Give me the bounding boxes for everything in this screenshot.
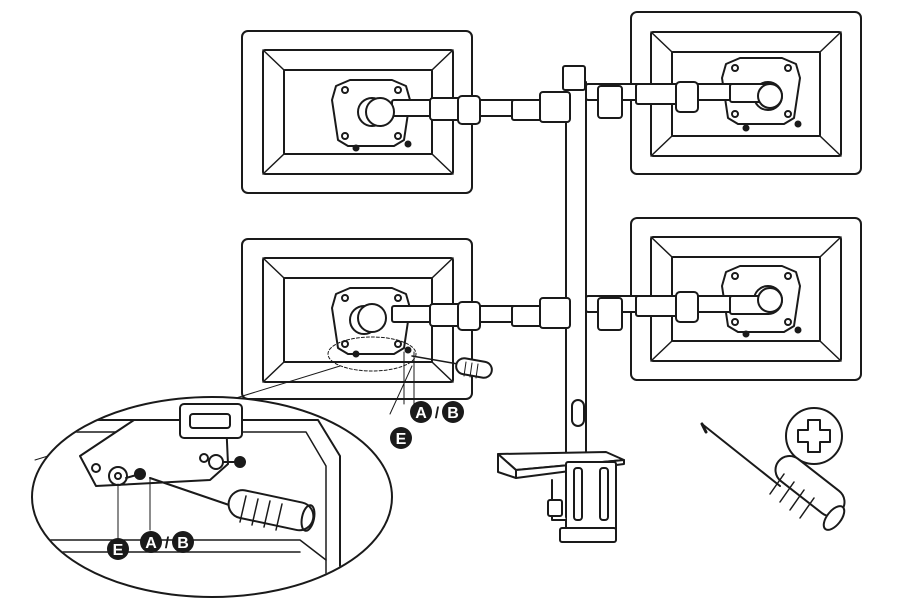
detail-zoom-view xyxy=(31,396,393,598)
detail-callout-e-label: E xyxy=(113,542,124,559)
upper-callout-b-badge xyxy=(442,401,464,423)
detail-washer-right xyxy=(208,454,224,470)
detail-callout-b-label: B xyxy=(177,535,189,552)
upper-callout-e-badge xyxy=(390,427,412,449)
detail-callout-a-label: A xyxy=(145,535,157,552)
detail-callout-separator: / xyxy=(165,535,170,552)
detail-callout-b-badge xyxy=(172,531,194,553)
upper-arm-assembly xyxy=(365,81,783,127)
large-screwdriver-icon xyxy=(700,422,846,531)
mount-pole xyxy=(562,65,587,463)
desk-clamp xyxy=(497,451,625,543)
upper-callout-a-label: A xyxy=(415,405,427,422)
upper-callout-a-badge xyxy=(410,401,432,423)
lower-arm-assembly xyxy=(357,287,783,333)
detail-callout: A / B E xyxy=(107,477,194,560)
detail-washer xyxy=(108,466,128,486)
screwdriver-icon xyxy=(411,355,493,379)
detail-callout-e-badge xyxy=(107,538,129,560)
detail-callout-a-badge xyxy=(140,531,162,553)
upper-callout-b-label: B xyxy=(447,405,459,422)
phillips-screwdriver-icon xyxy=(785,407,843,465)
upper-callout: A / B E xyxy=(390,351,464,449)
upper-callout-e-label: E xyxy=(396,431,407,448)
upper-callout-separator: / xyxy=(435,405,440,422)
